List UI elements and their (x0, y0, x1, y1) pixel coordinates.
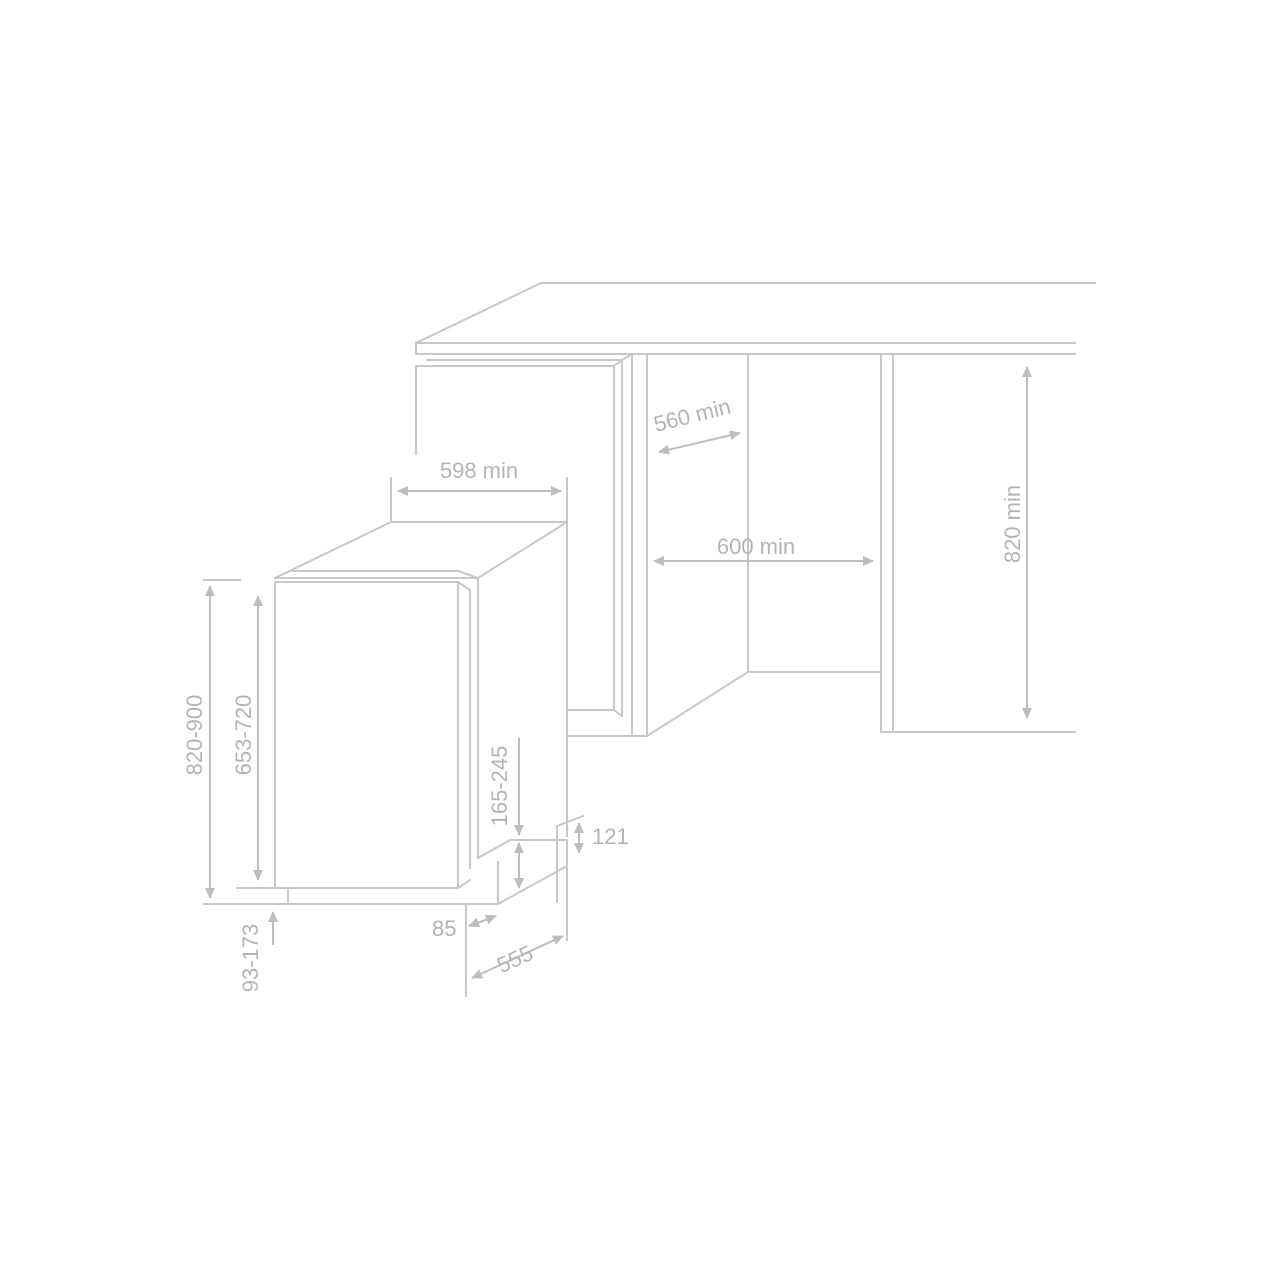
dim-arrow-560 (658, 430, 741, 455)
dim-arrow-555 (471, 935, 564, 979)
countertop (414, 282, 1096, 355)
label-toe-kick: 85 (432, 916, 456, 941)
label-cabinet-depth: 560 min (651, 394, 733, 437)
label-plinth-height: 165-245 (487, 746, 512, 827)
left-cabinet (415, 352, 648, 737)
label-door-height: 653-720 (231, 695, 256, 776)
extension-lines (203, 477, 585, 997)
dimension-arrows (205, 366, 1032, 979)
label-total-height: 820-900 (182, 695, 207, 776)
label-foot-height: 121 (592, 824, 629, 849)
label-appliance-depth: 555 (493, 940, 537, 978)
dim-arrow-85 (468, 914, 497, 928)
appliance-door (274, 581, 459, 889)
niche (645, 353, 1076, 738)
appliance (203, 520, 569, 906)
label-appliance-width: 598 min (440, 458, 518, 483)
label-niche-width: 600 min (717, 534, 795, 559)
label-adjustable-feet: 93-173 (238, 924, 263, 993)
dimension-labels: 560 min 598 min 600 min 820 min 820-900 … (182, 394, 1025, 993)
label-niche-height: 820 min (1000, 485, 1025, 563)
